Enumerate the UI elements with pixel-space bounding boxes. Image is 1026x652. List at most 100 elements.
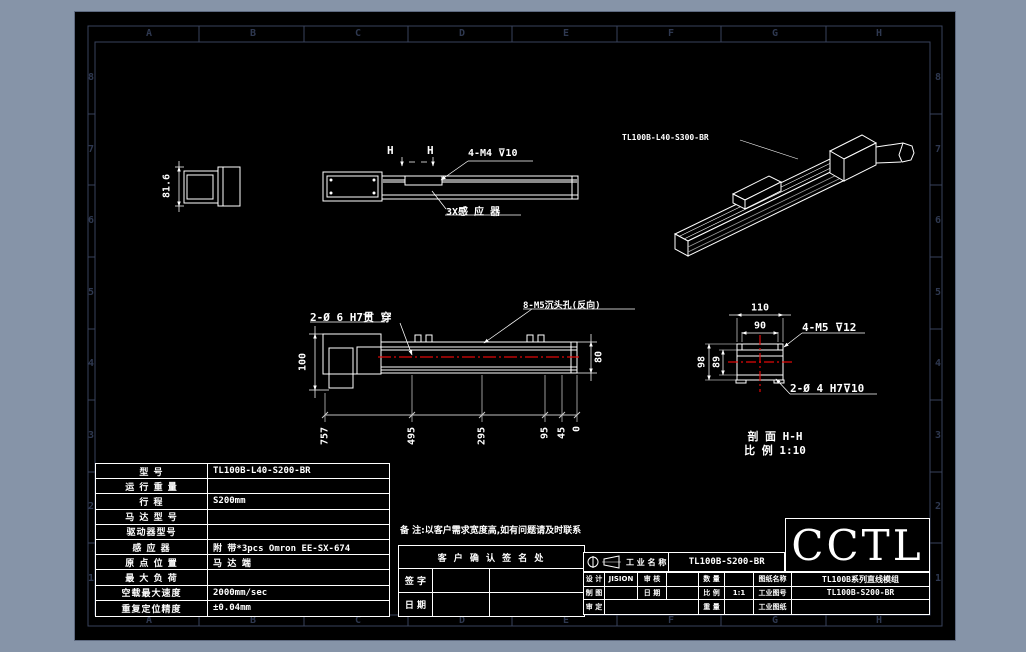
tb-value <box>725 600 754 614</box>
drawing-linework <box>87 25 943 627</box>
projection-symbol-icon <box>587 555 621 569</box>
spec-value: 马 达 端 <box>208 555 389 571</box>
section-top-dim: 110 <box>750 302 770 314</box>
frame-col-label: B <box>249 615 257 626</box>
spec-label: 空载最大速度 <box>96 585 208 601</box>
spec-value <box>208 510 389 525</box>
section-inner-dim: 90 <box>753 320 767 332</box>
plan-left-dim: 100 <box>297 352 309 372</box>
frame-col-label: H <box>875 28 883 39</box>
ordinate-dim: 295 <box>476 426 488 446</box>
ordinate-dim: 495 <box>406 426 418 446</box>
spec-value <box>208 479 389 495</box>
spec-value: S200mm <box>208 494 389 510</box>
industry-name-label: 工 业 名 称 <box>626 557 667 567</box>
plan-view <box>309 308 635 422</box>
spec-label: 行 程 <box>96 494 208 510</box>
date-cell <box>490 593 584 617</box>
frame-row-label: 3 <box>87 430 95 441</box>
tb-label: 比 例 <box>699 586 725 601</box>
spec-label: 马 达 型 号 <box>96 509 208 525</box>
tb-label: 图纸名称 <box>754 573 792 587</box>
plan-counterbore-callout: 8-M5沉头孔(反向) <box>523 301 601 311</box>
frame-row-label: 1 <box>934 573 942 584</box>
tb-value <box>605 586 638 601</box>
section-scale: 比 例 1:10 <box>744 444 806 457</box>
spec-value: 2000mm/sec <box>208 586 389 601</box>
tb-value <box>725 573 754 587</box>
frame-col-label: F <box>667 615 675 626</box>
tb-label: 设 计 <box>584 573 605 587</box>
company-logo: CCTL <box>785 518 930 572</box>
title-name-row: 工 业 名 称 TL100B-S200-BR <box>583 552 785 572</box>
customer-block-title: 客 户 确 认 签 名 处 <box>399 546 584 569</box>
spec-label: 原 点 位 置 <box>96 555 208 571</box>
tb-value <box>667 573 699 587</box>
sign-cell <box>433 569 490 593</box>
tb-value: JISION <box>605 573 638 587</box>
spec-label: 重复定位精度 <box>96 600 208 616</box>
tb-value: 1:1 <box>725 586 754 601</box>
ordinate-dim: 0 <box>571 425 583 433</box>
frame-col-label: A <box>145 615 153 626</box>
frame-col-label: C <box>354 28 362 39</box>
tb-label: 工业图纸 <box>754 600 792 614</box>
tb-label: 审 核 <box>638 573 667 587</box>
spec-value: ±0.04mm <box>213 603 251 614</box>
spec-value <box>208 570 389 586</box>
ordinate-dim: 757 <box>319 426 331 446</box>
drawing-note: 备 注:以客户需求宽度高,如有问题请及时联系 <box>400 526 582 536</box>
plan-right-dim: 80 <box>593 350 605 364</box>
section-outer-height-dim: 98 <box>696 355 708 369</box>
tb-value: TL100B-S200-BR <box>792 587 929 601</box>
frame-row-label: 3 <box>934 430 942 441</box>
side-view <box>322 157 579 216</box>
frame-row-label: 2 <box>934 501 942 512</box>
frame-row-label: 7 <box>934 144 942 155</box>
spec-value <box>208 525 389 540</box>
spec-label: 感 应 器 <box>96 539 208 556</box>
frame-col-label: E <box>562 615 570 626</box>
sign-label: 签 字 <box>399 569 433 593</box>
frame-row-label: 8 <box>87 72 95 83</box>
frame-col-label: A <box>145 28 153 39</box>
plan-through-hole-callout: 2-Ø 6 H7贯 穿 <box>310 311 392 324</box>
ordinate-dim: 45 <box>556 426 568 440</box>
frame-row-label: 8 <box>934 72 942 83</box>
section-title: 剖 面 H-H <box>747 430 803 443</box>
date-cell <box>433 592 490 616</box>
frame-col-label: F <box>667 28 675 39</box>
spec-label: 型 号 <box>96 464 208 480</box>
frame-col-label: C <box>354 615 362 626</box>
sensor-callout: 3X感 应 器 <box>446 207 501 218</box>
frame-row-label: 2 <box>87 501 95 512</box>
sign-cell <box>490 569 584 593</box>
frame-row-label: 5 <box>87 287 95 298</box>
section-mark-h-left: H <box>387 144 394 157</box>
frame-row-label: 1 <box>87 573 95 584</box>
spec-label: 运 行 重 量 <box>96 479 208 495</box>
centerlines <box>378 335 793 392</box>
frame-col-label: G <box>771 28 779 39</box>
drawing-sheet: A B C D E F G H A B C D E F G H 8 7 6 5 … <box>74 11 956 641</box>
tb-value <box>605 600 699 614</box>
spec-value: 附 带*3pcs Omron EE-SX-674 <box>208 540 389 556</box>
end-view-height-dim: 81.6 <box>161 173 173 199</box>
frame-col-label: G <box>771 615 779 626</box>
ordinate-dim: 95 <box>539 426 551 440</box>
section-inner-height-dim: 89 <box>711 355 723 369</box>
frame-row-label: 6 <box>87 215 95 226</box>
spec-label: 驱动器型号 <box>96 524 208 540</box>
industry-name-value: TL100B-S200-BR <box>668 553 784 571</box>
frame-col-label: H <box>875 615 883 626</box>
tb-value <box>667 586 699 601</box>
section-tap-callout: 4-M5 ⊽12 <box>802 321 857 334</box>
spec-label: 最 大 负 荷 <box>96 570 208 586</box>
iso-model-label: TL100B-L40-S300-BR <box>622 133 709 142</box>
date-label: 日 期 <box>399 592 433 616</box>
tb-label: 审 定 <box>584 600 605 614</box>
frame-row-label: 4 <box>87 358 95 369</box>
section-mark-h-right: H <box>427 144 434 157</box>
frame-row-label: 4 <box>934 358 942 369</box>
